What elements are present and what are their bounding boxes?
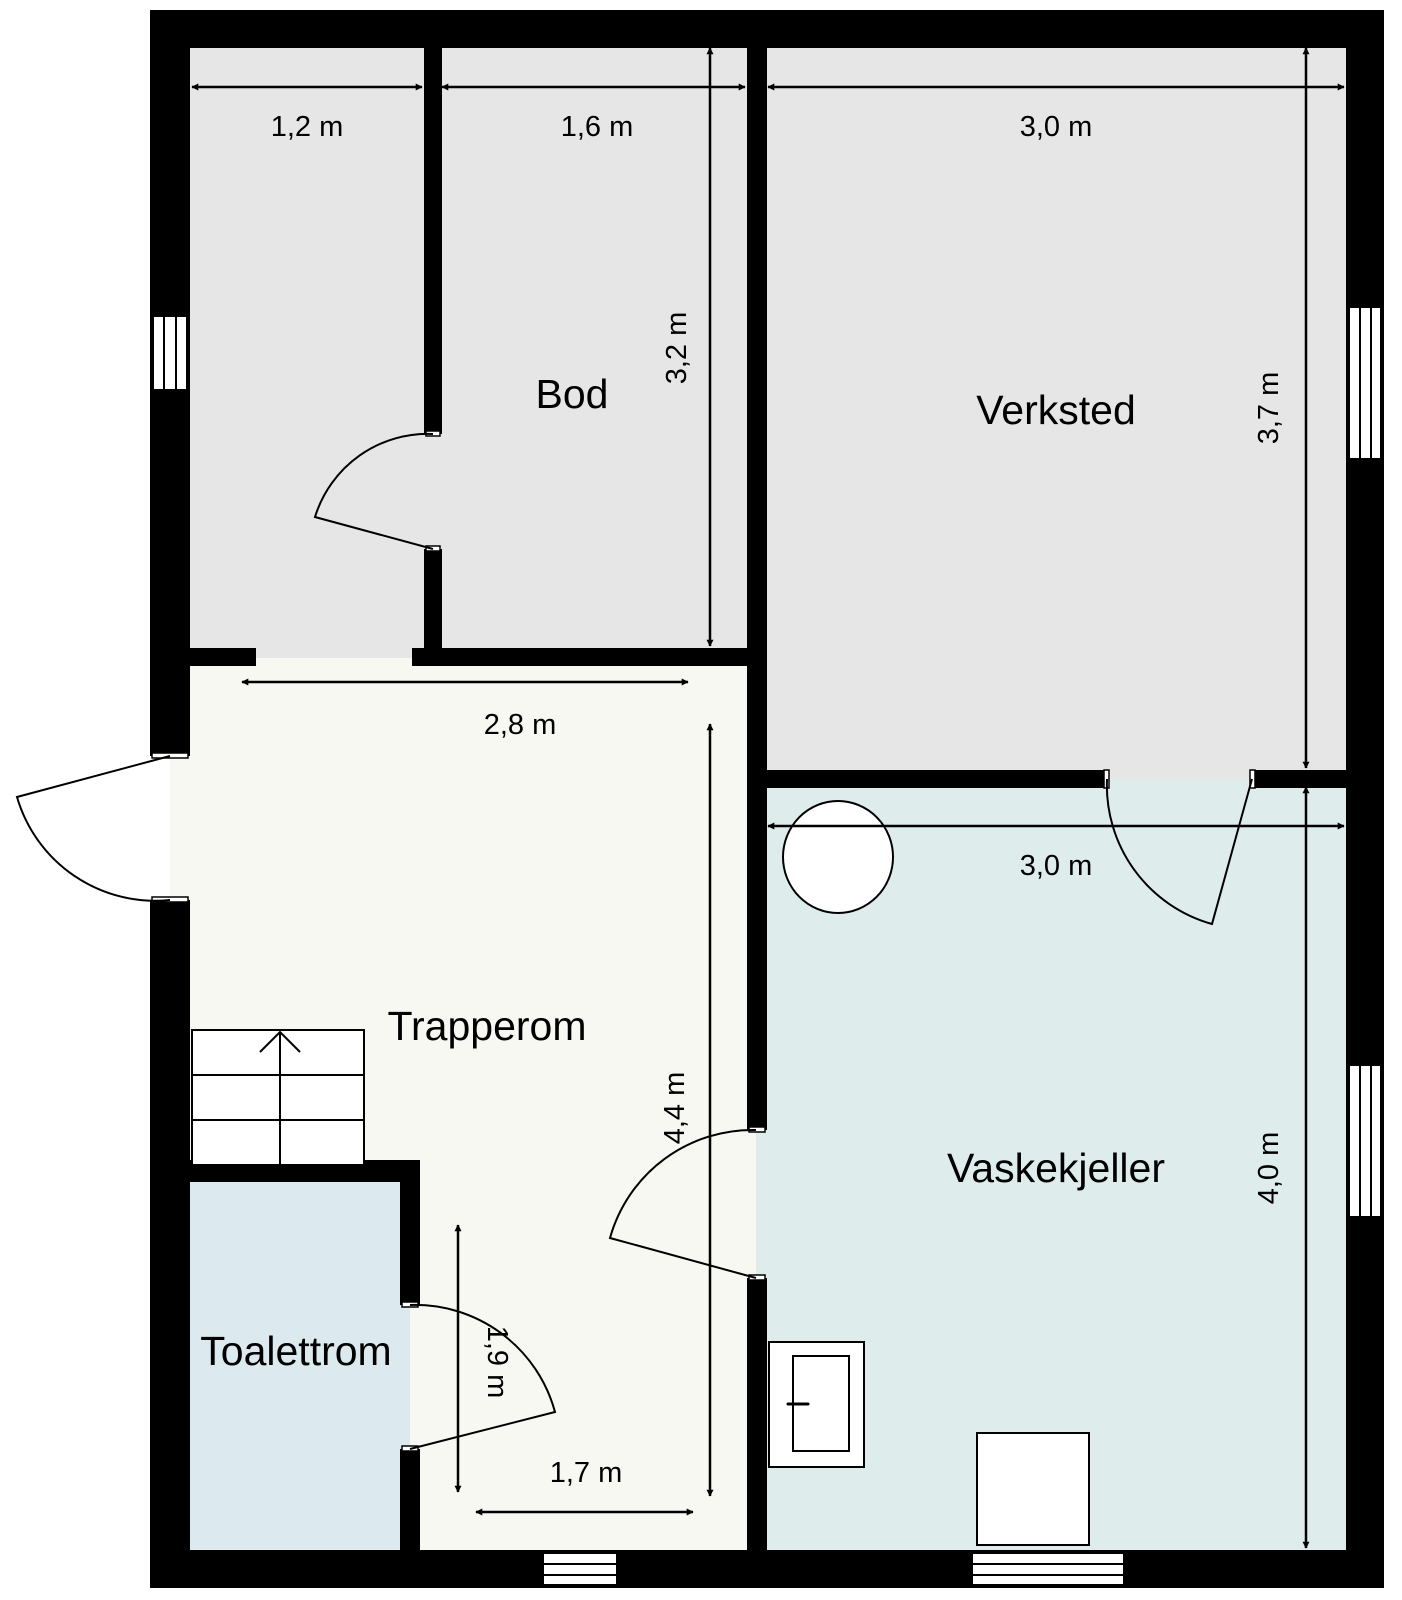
room-label-verksted: Verksted <box>976 387 1136 433</box>
wall-verksted-bottom-left <box>767 770 1107 788</box>
dim-hall-width: 1,7 m <box>550 1457 623 1489</box>
dimension-labels: 1,2 m 1,6 m 3,2 m 3,0 m 3,7 m 2,8 m 4,4 … <box>271 111 1285 1489</box>
room-label-vaskekjeller: Vaskekjeller <box>947 1145 1165 1191</box>
wall-left-lower <box>150 900 190 1588</box>
washing-machine-icon <box>976 1432 1090 1546</box>
dim-bod-width: 1,6 m <box>561 111 634 143</box>
wall-closet-bottom-stub <box>190 648 256 666</box>
left-closet-floor <box>170 30 433 658</box>
dim-verksted-depth: 3,7 m <box>1253 372 1285 445</box>
window-left <box>152 315 188 391</box>
windows <box>152 306 1382 1586</box>
wall-center-lower <box>747 1278 767 1570</box>
dim-vaskekjeller-width: 3,0 m <box>1020 850 1093 882</box>
room-label-trapperom: Trapperom <box>388 1003 587 1049</box>
wall-toilet-right-lower <box>400 1449 420 1570</box>
doors <box>15 432 1253 1450</box>
window-bottom-right <box>971 1552 1125 1586</box>
room-label-bod: Bod <box>536 371 609 417</box>
room-labels: Bod Verksted Trapperom Vaskekjeller Toal… <box>200 371 1165 1374</box>
dim-hall-depth: 1,9 m <box>481 1326 513 1399</box>
wall-top <box>150 10 1384 48</box>
door-toilet <box>409 1303 557 1450</box>
dimension-arrows <box>191 47 1345 1549</box>
wall-bod-left-lower <box>424 549 442 648</box>
door-closet <box>313 432 434 550</box>
dim-vaskekjeller-depth: 4,0 m <box>1253 1132 1285 1205</box>
door-verksted <box>1105 778 1253 926</box>
wall-right <box>1346 10 1384 1588</box>
window-right-upper <box>1348 306 1382 460</box>
wall-center-upper <box>747 48 767 1130</box>
stair-arrow-icon <box>259 1030 301 1053</box>
wall-verksted-bottom-right <box>1253 770 1346 788</box>
window-bottom-left <box>542 1552 618 1586</box>
toalettrom-floor <box>170 1168 410 1570</box>
dim-trapperom-width: 2,8 m <box>484 709 557 741</box>
dim-trapperom-depth: 4,4 m <box>659 1072 691 1145</box>
window-right-lower <box>1348 1064 1382 1218</box>
dim-left-closet-width: 1,2 m <box>271 111 344 143</box>
wall-bod-left-upper <box>424 48 442 434</box>
verksted-floor <box>756 30 1346 779</box>
dim-bod-depth: 3,2 m <box>661 312 693 385</box>
staircase <box>191 1029 365 1166</box>
wall-toilet-right-upper <box>400 1160 420 1305</box>
room-label-toalettrom: Toalettrom <box>200 1328 391 1374</box>
bod-floor <box>433 30 756 658</box>
water-heater-icon <box>782 800 894 914</box>
dim-verksted-width: 3,0 m <box>1020 111 1093 143</box>
door-vaskekjeller <box>608 1128 757 1279</box>
wall-bod-bottom <box>412 648 756 666</box>
door-entrance <box>15 755 171 902</box>
